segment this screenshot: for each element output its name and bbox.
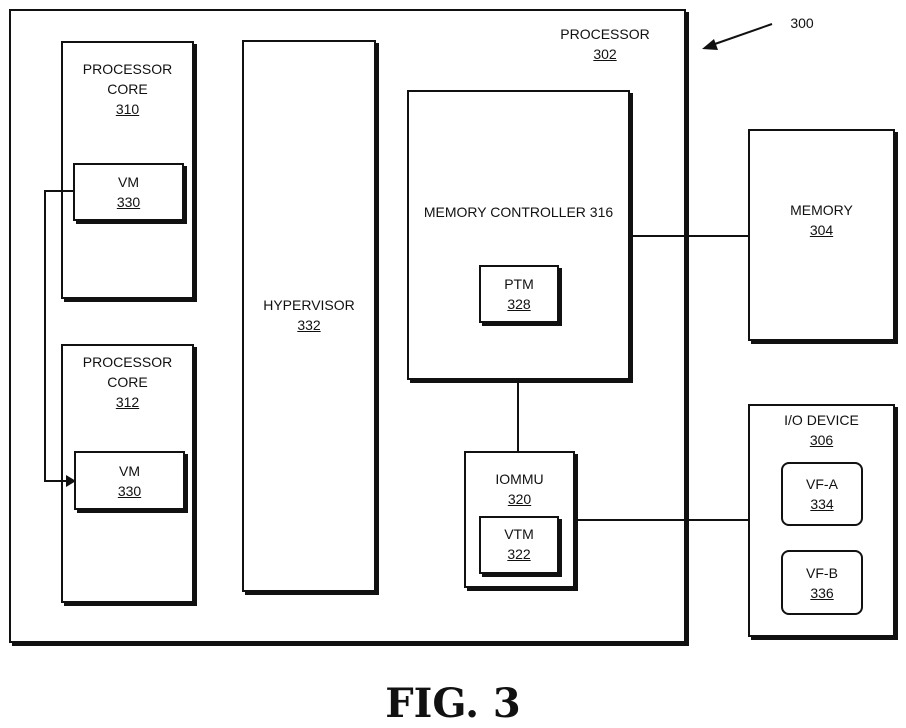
ptm-box [479,265,559,323]
hypervisor-box [242,40,376,592]
processor-core-312-label: PROCESSOR CORE 312 [82,354,173,410]
vf-b-box [781,550,863,615]
vm-box-core-310 [73,163,184,221]
vf-a-label: VF-A 334 [806,476,838,512]
memory-controller-label: MEMORY CONTROLLER 316 [423,204,614,220]
iommu-label: IOMMU 320 [495,471,544,507]
vtm-label: VTM 322 [504,526,534,562]
vm-label-core-312: VM 330 [117,463,142,499]
vf-a-box [781,462,863,526]
memory-controller-to-memory-line [632,235,748,237]
hypervisor-label: HYPERVISOR 332 [263,297,355,333]
iommu-to-io-device-line [577,519,748,521]
memory-controller-box [407,90,630,380]
memory-controller-to-iommu-line [517,382,519,451]
memory-label: MEMORY 304 [790,202,853,238]
io-device-label: I/O DEVICE 306 [784,412,859,448]
vf-b-label: VF-B 336 [806,565,838,601]
processor-label: PROCESSOR 302 [560,26,650,62]
vm-box-core-312 [74,451,185,510]
vm-label-core-310: VM 330 [116,174,141,210]
figure-reference-number: 300 [790,15,814,31]
processor-core-310-label: PROCESSOR CORE 310 [82,61,173,117]
vtm-box [479,516,559,574]
ptm-label: PTM 328 [504,276,534,312]
figure-caption: FIG. 3 [385,680,521,727]
memory-box [748,129,895,341]
